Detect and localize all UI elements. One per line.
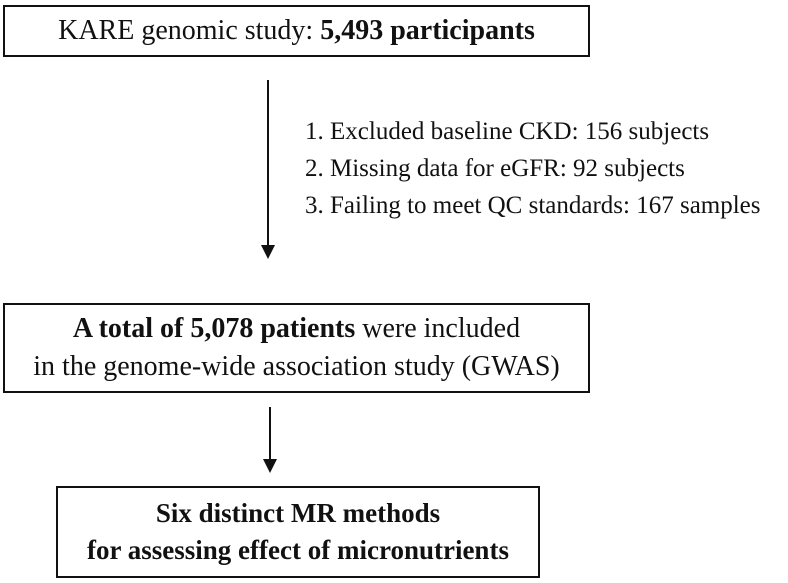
arrow-middle-to-bottom-line xyxy=(269,407,271,460)
gwas-inclusion-line-2: in the genome-wide association study (GW… xyxy=(33,351,560,382)
flow-box-kare-study: KARE genomic study: 5,493 participants xyxy=(3,5,590,57)
gwas-inclusion-line-1-rest: were included xyxy=(355,313,521,344)
gwas-inclusion-line-1: A total of 5,078 patients were included xyxy=(73,310,520,348)
arrow-top-to-middle-line xyxy=(267,80,269,246)
flow-box-gwas-inclusion: A total of 5,078 patients were included … xyxy=(3,303,590,393)
kare-study-participants-count: 5,493 participants xyxy=(320,14,535,46)
arrow-top-to-middle-head-icon xyxy=(261,245,275,259)
kare-study-label: KARE genomic study: xyxy=(58,14,321,46)
flow-box-kare-study-text: KARE genomic study: 5,493 participants xyxy=(58,14,535,47)
exclusion-item-3: 3. Failing to meet QC standards: 167 sam… xyxy=(305,192,761,219)
exclusion-item-1: 1. Excluded baseline CKD: 156 subjects xyxy=(305,118,710,145)
exclusion-item-2: 2. Missing data for eGFR: 92 subjects xyxy=(305,155,685,182)
exclusion-list: 1. Excluded baseline CKD: 156 subjects 2… xyxy=(305,113,785,224)
flow-box-mr-methods: Six distinct MR methods for assessing ef… xyxy=(56,486,540,578)
mr-methods-line-2: for assessing effect of micronutrients xyxy=(87,535,509,565)
arrow-middle-to-bottom-head-icon xyxy=(263,459,277,473)
gwas-patients-count: A total of 5,078 patients xyxy=(72,313,356,344)
mr-methods-line-1: Six distinct MR methods xyxy=(155,498,441,528)
